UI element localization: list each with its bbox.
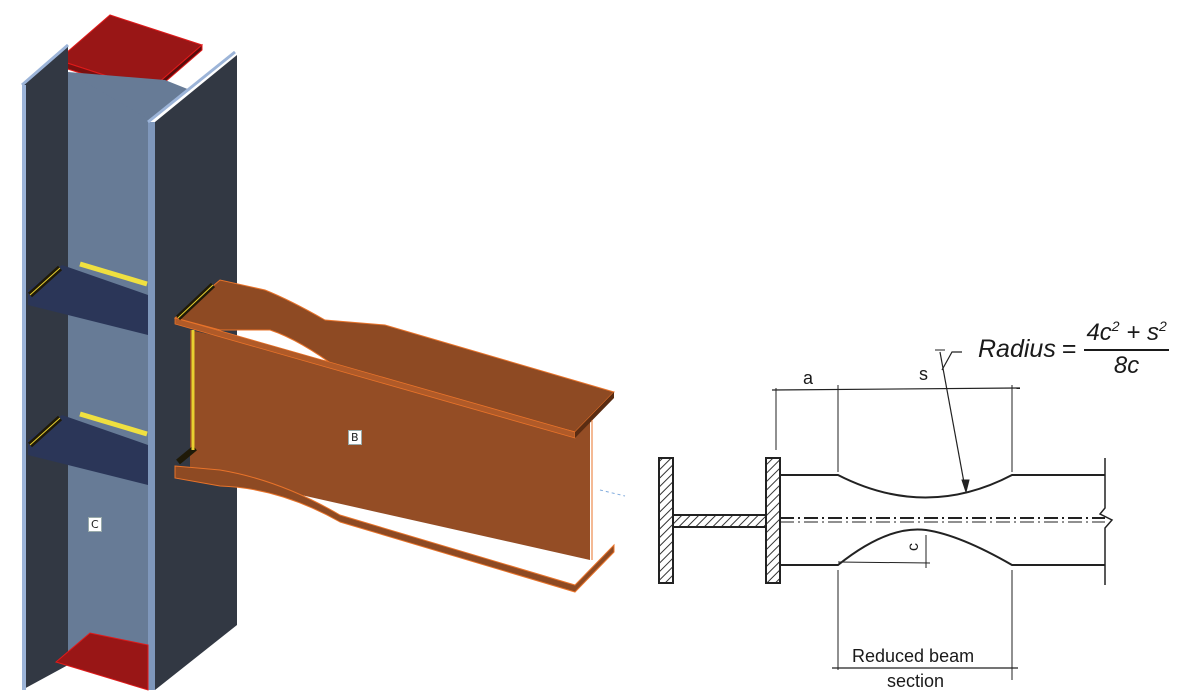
formula-lhs: Radius	[978, 334, 1056, 363]
stiffener-bottom	[28, 415, 148, 485]
formula-denominator: 8c	[1113, 352, 1140, 379]
column-3d	[21, 14, 237, 691]
dim-a-label: a	[803, 368, 814, 388]
weld-top	[79, 261, 148, 287]
beam-label: B	[348, 430, 362, 445]
column-left-flange	[22, 45, 68, 690]
dim-s-label: s	[919, 364, 928, 384]
formula-equals: =	[1061, 334, 1077, 363]
beam-3d	[173, 279, 626, 593]
reduced-beam-label-line2: section	[887, 671, 945, 691]
stiffener-top	[28, 265, 148, 335]
weld-bottom	[79, 411, 148, 437]
radius-formula: Radius = 4c2 + s2 8c	[978, 318, 1169, 380]
formula-fraction: 4c2 + s2 8c	[1084, 318, 1169, 380]
column-label: C	[88, 517, 102, 532]
reduced-beam-label-line1: Reduced beam	[852, 646, 975, 666]
formula-numerator: 4c2 + s2	[1084, 318, 1169, 351]
dim-c-label: c	[905, 543, 922, 551]
beam-bottom-flange	[174, 465, 615, 593]
bottom-cap-plate	[54, 632, 149, 691]
rbs-detail-drawing	[658, 349, 1114, 680]
